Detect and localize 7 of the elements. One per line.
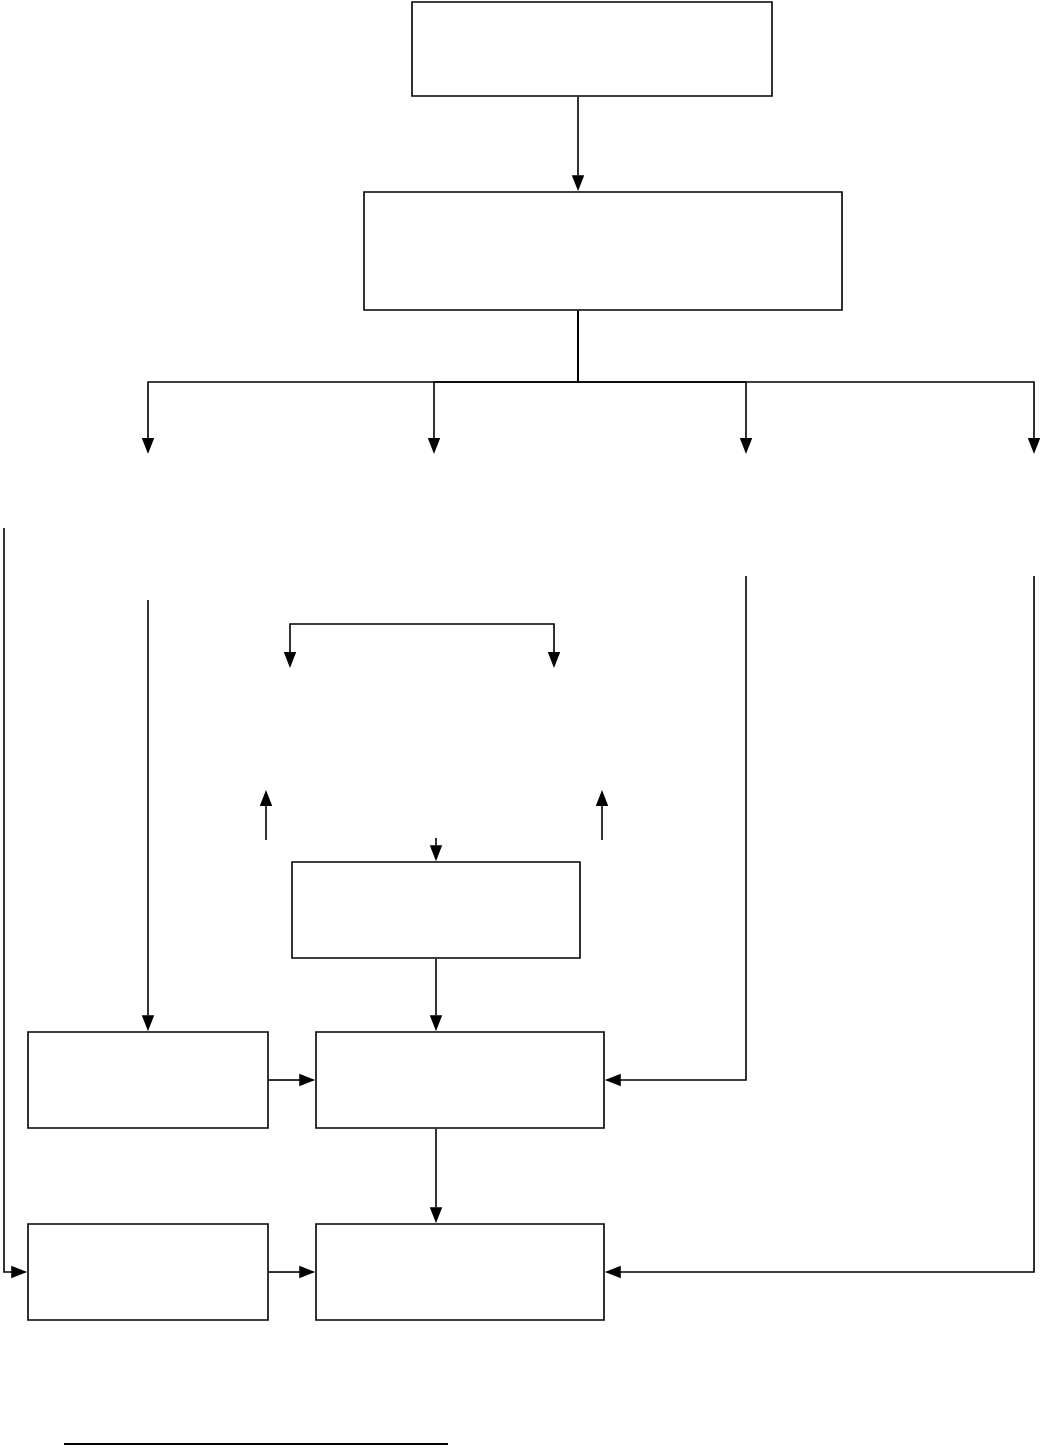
empty-box [27, 1031, 269, 1129]
empty-box [315, 1223, 605, 1321]
empty-box [27, 1223, 269, 1321]
empty-box [411, 1, 773, 97]
empty-box [363, 191, 843, 311]
empty-box [315, 1031, 605, 1129]
empty-box [291, 861, 581, 959]
